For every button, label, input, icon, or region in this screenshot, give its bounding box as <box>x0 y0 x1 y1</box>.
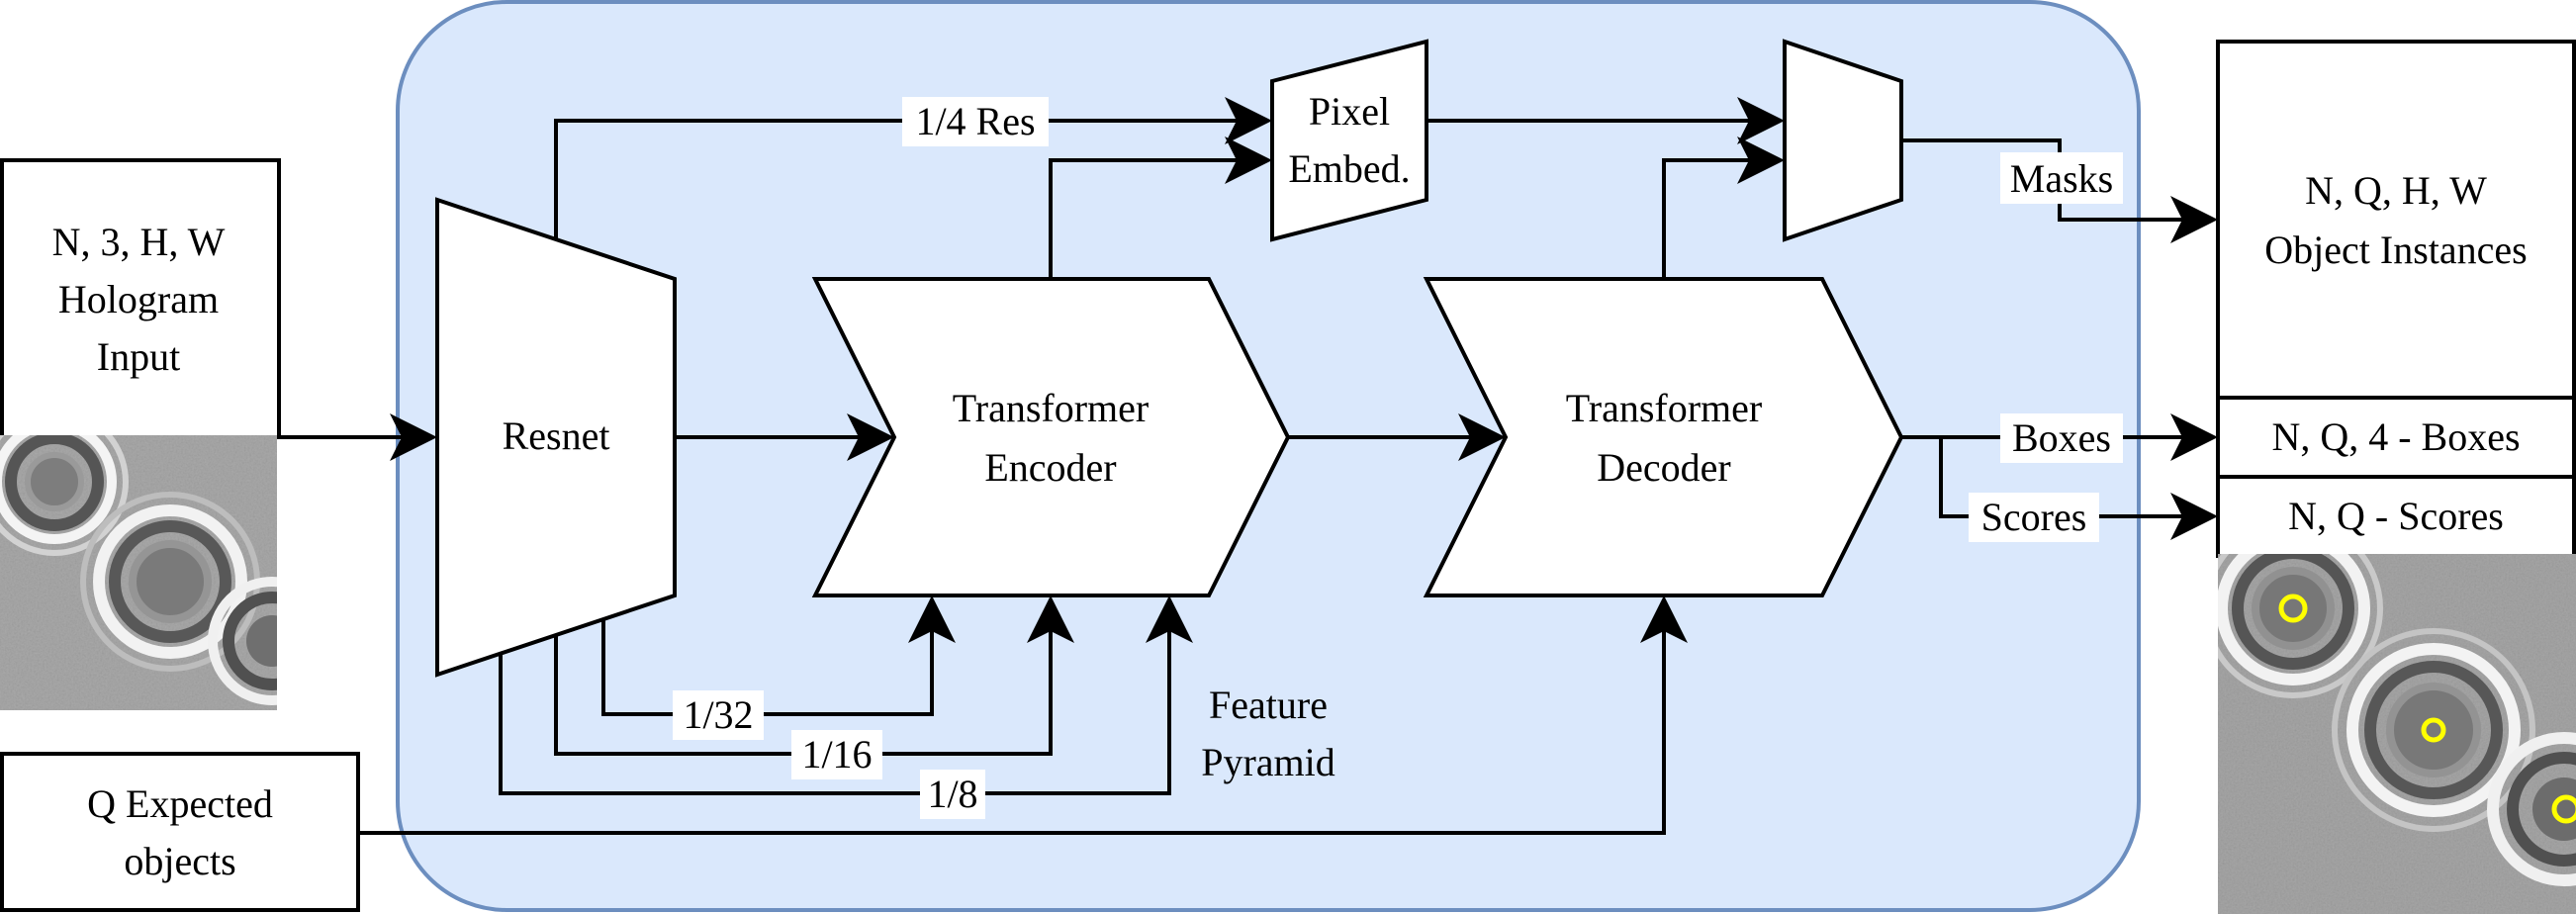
quarter-res-label: 1/4 Res <box>915 99 1035 143</box>
input-box <box>0 158 281 439</box>
instances-title-label: Object Instances <box>2264 228 2527 272</box>
input-shape-label: N, 3, H, W <box>52 220 226 264</box>
transformer-decoder-block <box>1423 277 1904 597</box>
pixel-embed-block <box>1270 39 1428 242</box>
decoder-label-line1: Transformer <box>1566 386 1763 430</box>
res-8-label: 1/8 <box>927 772 977 816</box>
hologram-input-image <box>0 435 277 710</box>
masks-label: Masks <box>2010 156 2113 201</box>
resnet-label: Resnet <box>503 413 610 458</box>
boxes-label: Boxes <box>2012 415 2111 460</box>
input-subtitle-label: Input <box>97 334 180 379</box>
instances-shape-label: N, Q, H, W <box>2305 168 2487 213</box>
resnet-block <box>435 197 677 678</box>
detection-ring-2 <box>2421 717 2446 743</box>
detections-output-image <box>2218 554 2576 914</box>
detection-ring-3 <box>2551 794 2576 824</box>
mask-head-block <box>1783 39 1903 242</box>
object-instances-box <box>2216 40 2576 400</box>
encoder-label-line2: Encoder <box>984 445 1116 490</box>
encoder-label-line1: Transformer <box>953 386 1150 430</box>
transformer-encoder-block <box>811 277 1291 597</box>
input-title-label: Hologram <box>58 277 219 321</box>
query-label-line1: Q Expected <box>87 781 273 826</box>
query-label-line2: objects <box>124 839 235 883</box>
pixel-embed-label-line1: Pixel <box>1309 89 1390 134</box>
detection-ring-1 <box>2278 594 2308 623</box>
detection-markers <box>2278 594 2576 824</box>
pixel-embed-label-line2: Embed. <box>1288 146 1410 191</box>
decoder-label-line2: Decoder <box>1597 445 1730 490</box>
scores-label: Scores <box>1981 495 2087 539</box>
query-box <box>0 752 360 912</box>
res-32-label: 1/32 <box>683 692 753 737</box>
feature-pyramid-label-line1: Feature <box>1209 683 1328 727</box>
boxes-output-label: N, Q, 4 - Boxes <box>2271 414 2520 459</box>
res-16-label: 1/16 <box>801 732 872 777</box>
feature-pyramid-label-line2: Pyramid <box>1201 740 1335 784</box>
scores-output-label: N, Q - Scores <box>2288 494 2504 538</box>
